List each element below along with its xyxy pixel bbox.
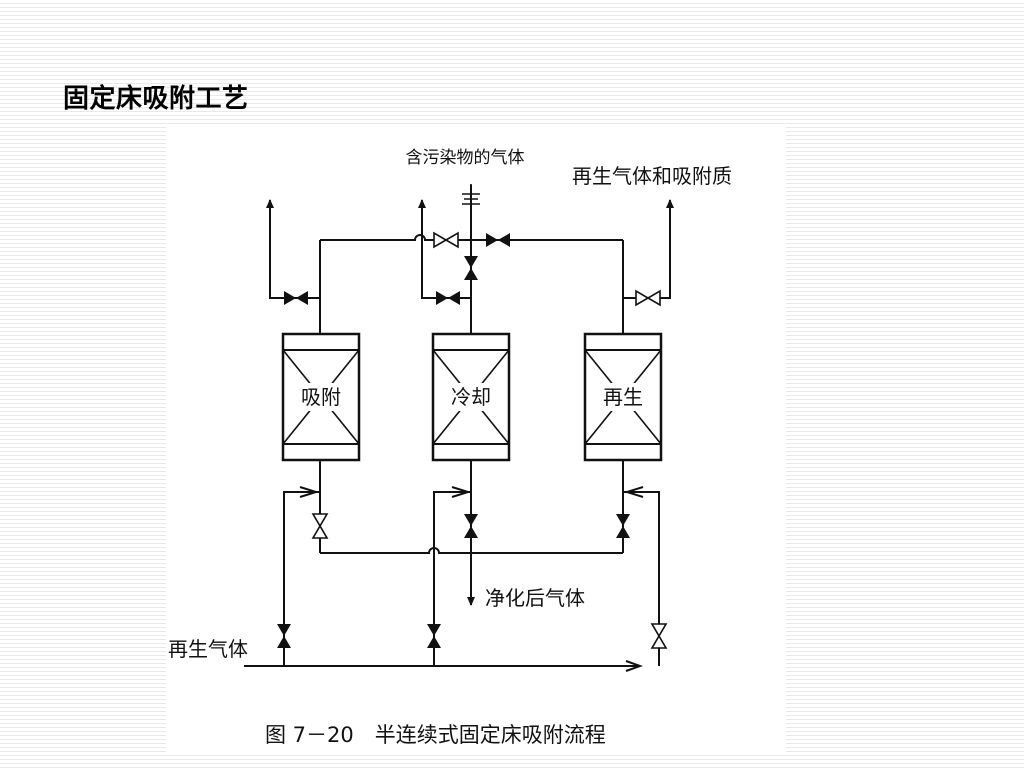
label-regen-outlet: 再生气体和吸附质	[572, 164, 732, 188]
inlet-marker	[462, 184, 480, 205]
valve-center-inlet	[464, 256, 478, 280]
valve-top-header-right	[486, 233, 510, 247]
valve-left-outlet	[284, 291, 308, 305]
figure-caption: 图 7－20 半连续式固定床吸附流程	[265, 723, 606, 747]
valve-right-feed	[650, 623, 668, 649]
valve-center-vent	[436, 291, 460, 305]
valve-right-outlet	[635, 289, 661, 307]
label-regen-gas: 再生气体	[168, 637, 248, 661]
valve-center-bottom	[464, 514, 478, 538]
valve-left-bottom	[311, 513, 329, 539]
bed-label-cooling: 冷却	[451, 385, 491, 409]
top-header-pipe	[320, 234, 623, 241]
bed-label-regeneration: 再生	[603, 385, 643, 409]
valve-center-feed	[427, 624, 441, 648]
bed-label-adsorption: 吸附	[301, 385, 341, 409]
label-inlet-gas: 含污染物的气体	[406, 148, 525, 168]
bed-regeneration	[583, 332, 663, 462]
valve-right-bottom	[616, 514, 630, 538]
label-purified-gas: 净化后气体	[485, 586, 585, 610]
valve-top-header-left	[433, 231, 459, 249]
slide-title: 固定床吸附工艺	[63, 84, 249, 114]
valve-left-feed	[277, 624, 291, 648]
bed-cooling	[431, 332, 511, 462]
